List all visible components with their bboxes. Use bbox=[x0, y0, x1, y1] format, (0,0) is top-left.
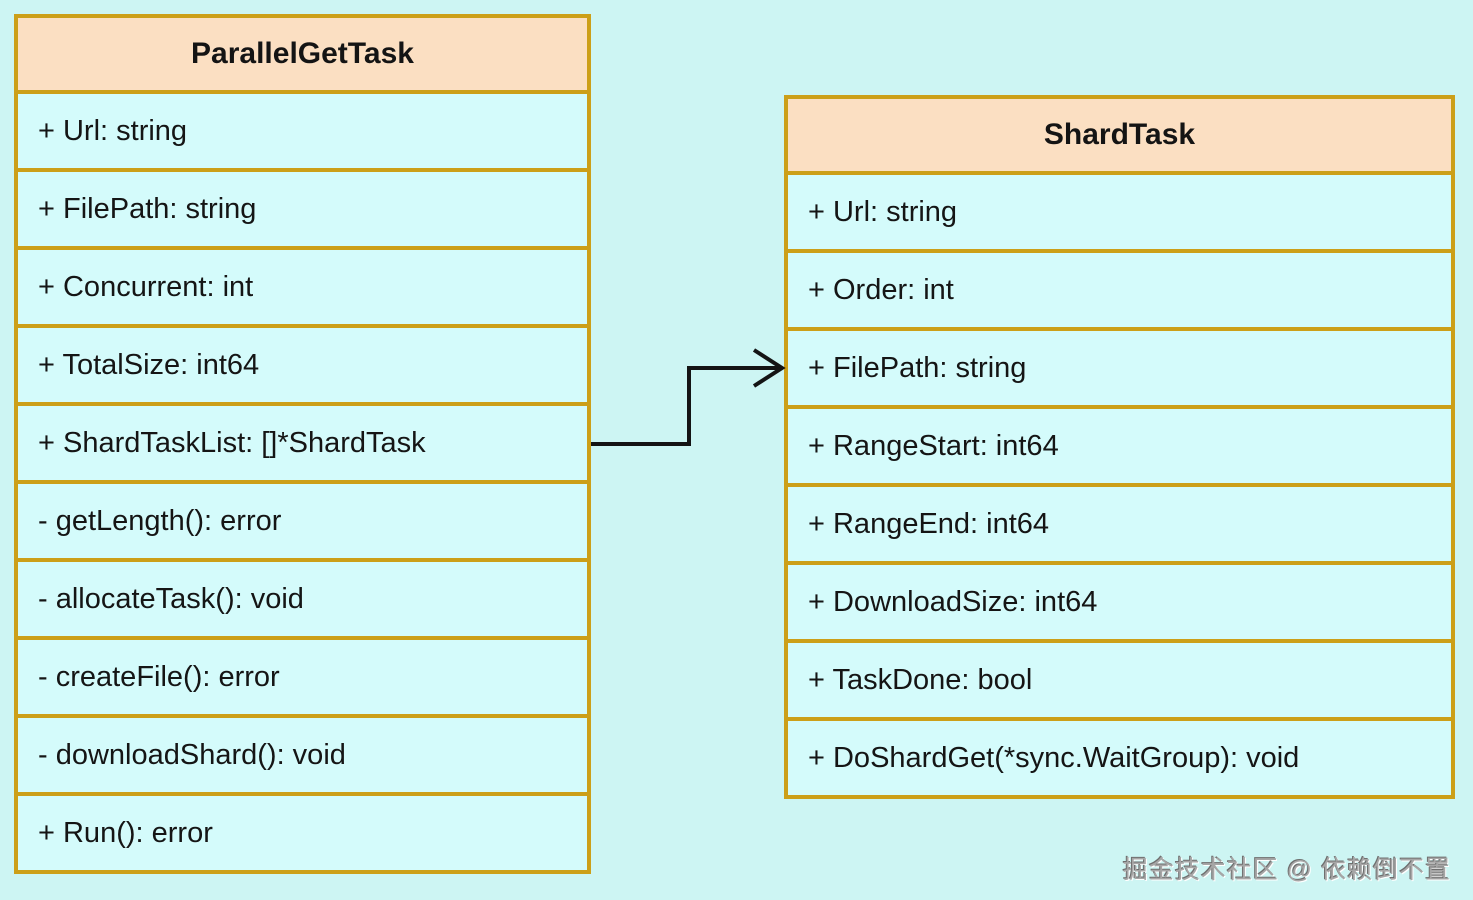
member-row: + ShardTaskList: []*ShardTask bbox=[18, 406, 587, 484]
class-box-shardtask: ShardTask + Url: string + Order: int + F… bbox=[784, 95, 1455, 799]
watermark-text: 掘金技术社区 @ 依赖倒不置 bbox=[1122, 856, 1451, 884]
member-row: + FilePath: string bbox=[788, 331, 1451, 409]
member-row: - allocateTask(): void bbox=[18, 562, 587, 640]
member-row: + TotalSize: int64 bbox=[18, 328, 587, 406]
member-row: + DownloadSize: int64 bbox=[788, 565, 1451, 643]
member-row: + RangeStart: int64 bbox=[788, 409, 1451, 487]
class-box-parallelgettask: ParallelGetTask + Url: string + FilePath… bbox=[14, 14, 591, 874]
member-row: + Concurrent: int bbox=[18, 250, 587, 328]
member-row: + Url: string bbox=[18, 94, 587, 172]
class-title-shardtask: ShardTask bbox=[788, 99, 1451, 175]
member-row: + Run(): error bbox=[18, 796, 587, 870]
member-row: + Order: int bbox=[788, 253, 1451, 331]
member-row: + FilePath: string bbox=[18, 172, 587, 250]
class-title-parallelgettask: ParallelGetTask bbox=[18, 18, 587, 94]
member-row: + TaskDone: bool bbox=[788, 643, 1451, 721]
member-row: + DoShardGet(*sync.WaitGroup): void bbox=[788, 721, 1451, 795]
member-row: - downloadShard(): void bbox=[18, 718, 587, 796]
member-row: + RangeEnd: int64 bbox=[788, 487, 1451, 565]
member-row: - createFile(): error bbox=[18, 640, 587, 718]
member-row: + Url: string bbox=[788, 175, 1451, 253]
member-row: - getLength(): error bbox=[18, 484, 587, 562]
